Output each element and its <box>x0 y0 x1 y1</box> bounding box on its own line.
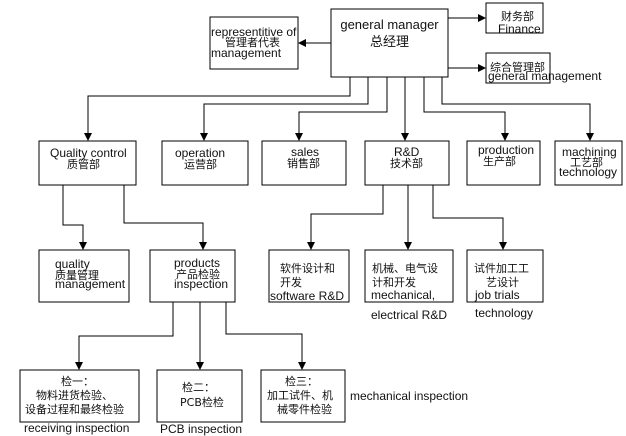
inspection-3-label-zh2: 加工试件、机 <box>267 389 333 402</box>
products-inspection-label-en2: inspection <box>174 277 229 291</box>
products-inspection-box <box>149 249 236 303</box>
trial-technology-label-en: job trials <box>475 288 520 302</box>
inspection-3-box <box>260 369 346 423</box>
sales-label-en: sales <box>291 145 320 159</box>
inspection-2-label-zh2: PCB检检 <box>180 396 224 409</box>
rd-to-trial-technology-arrow <box>432 185 507 250</box>
inspection-1-label-zh2: 物料进货检验、 <box>36 389 113 402</box>
machining-label-en: machining <box>562 145 617 159</box>
inspection-3-label-zh3: 械零件检验 <box>277 403 332 416</box>
general-management-label-en: general management <box>488 69 602 83</box>
gm-to-production-arrow <box>423 77 509 141</box>
representative-box <box>209 16 299 70</box>
production-box <box>466 140 541 186</box>
quality-management-box <box>38 249 130 303</box>
trial-technology-label-zh2: 艺设计 <box>486 276 519 289</box>
operation-label-en: operation <box>175 146 226 160</box>
quality-management-label-zh: 质量管理 <box>55 269 99 282</box>
general-manager-label-zh: 总经理 <box>369 35 409 50</box>
gm-to-machining-arrow <box>441 77 594 141</box>
mechanical-rd-label-en2: electrical R&D <box>371 308 448 322</box>
quality-control-label-en: Quality control <box>50 146 127 160</box>
gm-to-quality-control-arrow <box>84 77 351 141</box>
finance-label-en: Finance <box>498 22 541 36</box>
pi-to-inspection-3-arrow <box>225 302 306 370</box>
products-inspection-label-en: products <box>174 256 221 270</box>
software-rd-label-zh2: 开发 <box>280 276 302 289</box>
mechanical-rd-label-en: mechanical, <box>371 288 436 302</box>
general-manager-label-en: general manager <box>340 17 439 32</box>
inspection-2-label-zh: 检二： <box>182 381 215 394</box>
inspection-2-label-en: PCB inspection <box>160 422 243 436</box>
products-inspection-label-zh: 产品检验 <box>176 268 220 281</box>
machining-label-en2: technology <box>559 165 618 179</box>
software-rd-label-zh: 软件设计和 <box>280 262 335 275</box>
gm-to-operation-arrow <box>200 77 369 141</box>
rd-label-en: R&D <box>394 145 420 159</box>
trial-technology-box <box>466 249 544 303</box>
software-rd-box <box>268 249 350 303</box>
mechanical-rd-label-zh2: 计和开发 <box>372 276 416 289</box>
quality-control-label-zh: 质管部 <box>67 158 100 171</box>
mechanical-rd-label-zh: 机械、电气设 <box>372 262 438 275</box>
trial-technology-label-zh: 试件加工工 <box>474 262 529 275</box>
general-management-box <box>485 52 551 84</box>
inspection-3-label-zh: 检三： <box>285 375 318 388</box>
quality-management-label-en: quality <box>55 257 90 271</box>
mechanical-rd-box <box>364 249 454 303</box>
inspection-1-label-en: receiving inspection <box>24 421 130 435</box>
inspection-3-label-en: mechanical inspection <box>350 389 469 403</box>
representative-label-en: representitive of <box>211 25 297 39</box>
sales-box <box>261 140 347 186</box>
quality-management-label-en2: management <box>55 277 126 291</box>
gm-to-sales-arrow <box>295 77 388 141</box>
representative-label-zh: 管理者代表 <box>225 36 280 49</box>
general-manager-box <box>330 8 449 78</box>
representative-label-en2: management <box>211 46 282 60</box>
machining-box <box>554 140 623 186</box>
inspection-1-label-zh3: 设备过程和最终检验 <box>25 403 124 416</box>
inspection-1-label-zh: 检一： <box>61 375 94 388</box>
inspection-2-box <box>156 369 243 423</box>
production-label-zh: 生产部 <box>483 155 516 168</box>
inspection-1-box <box>19 369 140 423</box>
general-management-label-zh: 综合管理部 <box>490 61 545 74</box>
pi-to-inspection-1-arrow <box>75 302 174 370</box>
rd-label-zh: 技术部 <box>390 157 423 170</box>
rd-to-software-rd-arrow <box>307 185 384 250</box>
quality-control-box <box>38 140 137 186</box>
operation-label-zh: 运营部 <box>184 158 217 171</box>
qc-to-quality-management-arrow <box>62 185 87 250</box>
operation-box <box>161 140 249 186</box>
rd-box <box>364 140 450 186</box>
sales-label-zh: 销售部 <box>287 157 320 170</box>
finance-label-zh: 财务部 <box>501 10 534 23</box>
production-label-en: production <box>478 143 535 157</box>
qc-to-products-inspection-arrow <box>123 185 207 250</box>
machining-label-zh: 工艺部 <box>570 156 603 169</box>
software-rd-label-en: software R&D <box>270 289 345 303</box>
finance-box <box>485 2 544 34</box>
trial-technology-label-en2: technology <box>475 306 534 320</box>
